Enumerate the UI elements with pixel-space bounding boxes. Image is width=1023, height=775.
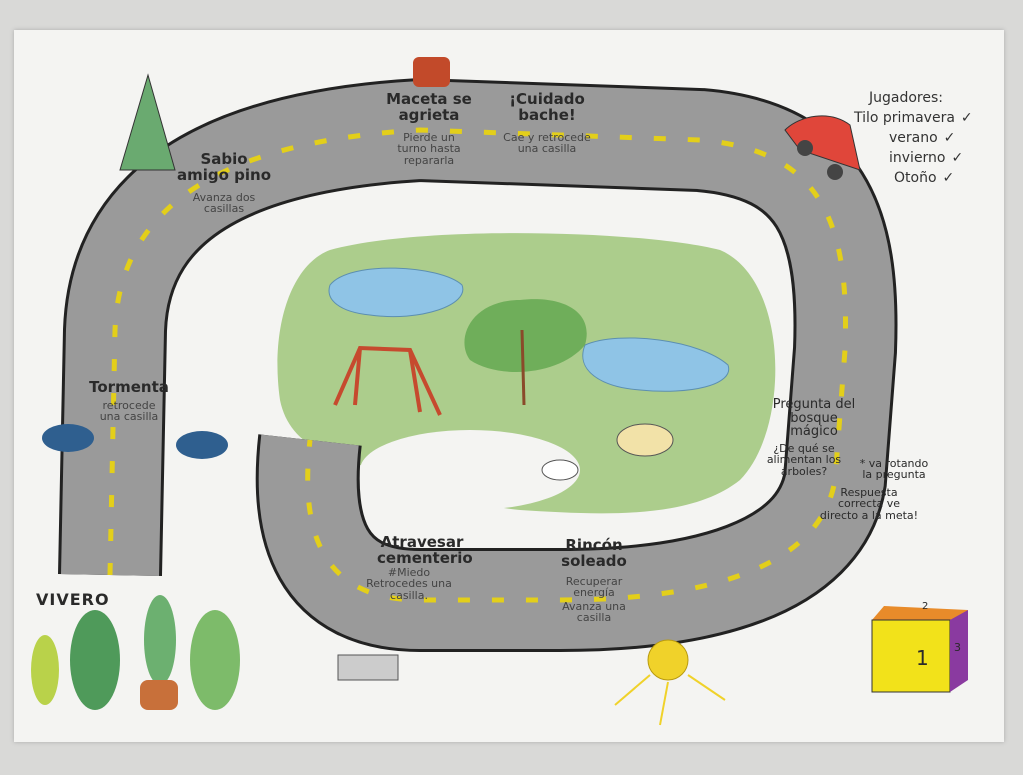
players-title: Jugadores:	[869, 90, 943, 106]
space-note: * va rotando la pregunta	[859, 456, 929, 482]
flower-pot	[413, 57, 450, 87]
pine-tree	[119, 73, 176, 171]
space-title: Maceta se agrieta	[386, 90, 472, 124]
space-rincon: Rincón soleado Recuperar energía Avanza …	[544, 536, 644, 625]
space-title: Tormenta	[89, 378, 169, 396]
die-face-side: 3	[954, 641, 961, 654]
graves	[337, 654, 399, 681]
red-car	[784, 115, 861, 180]
space-text: Retrocedes una casilla.	[366, 577, 452, 602]
storm-cloud-left	[42, 424, 94, 452]
park-clearing	[360, 430, 580, 510]
duck	[616, 423, 674, 457]
space-answer: Respuesta correcta ve directo a la meta!	[819, 485, 919, 522]
space-title: ¡Cuidado bache!	[509, 90, 585, 124]
check-icon: ✓	[942, 170, 955, 186]
space-title: Sabio amigo pino	[176, 150, 272, 184]
space-cementerio: Atravesar cementerio #Miedo Retrocedes u…	[349, 533, 473, 602]
check-icon: ✓	[960, 110, 973, 126]
player-name: Tilo primavera	[854, 110, 955, 126]
space-question: ¿De qué se alimentan los árboles?	[766, 441, 842, 479]
vivero-label: VIVERO	[36, 590, 110, 609]
space-text: Pierde un turno hasta repararla	[397, 130, 461, 167]
space-title: Pregunta del bosque mágico	[772, 397, 856, 440]
space-text: Avanza dos casillas	[192, 190, 256, 216]
space-pino: Sabio amigo pino Avanza dos casillas	[174, 150, 274, 216]
game-board-sheet: Jugadores: Tilo primavera ✓ verano ✓ invie…	[14, 30, 1004, 742]
storm-cloud-right	[176, 431, 228, 459]
sun	[647, 639, 689, 681]
swing	[333, 345, 442, 416]
player-name: verano	[889, 130, 938, 146]
space-title: Rincón soleado	[561, 536, 627, 570]
space-tormenta: Tormenta retrocede una casilla	[79, 378, 179, 424]
pond-left	[328, 267, 464, 318]
check-icon: ✓	[951, 150, 964, 166]
space-bache: ¡Cuidado bache! Cae y retrocede una casi…	[492, 90, 602, 156]
player-name: invierno	[889, 150, 946, 166]
check-icon: ✓	[943, 130, 956, 146]
player-name: Otoño	[894, 170, 937, 186]
space-title: Atravesar cementerio	[377, 533, 473, 567]
space-text: retrocede una casilla	[99, 398, 159, 424]
die	[871, 606, 968, 693]
space-tag: #Miedo	[387, 565, 431, 579]
space-bosque: Pregunta del bosque mágico ¿De qué se al…	[759, 398, 934, 521]
die-face-top: 2	[922, 601, 929, 612]
duck-small	[541, 459, 579, 481]
space-text: Cae y retrocede una casilla	[503, 130, 591, 156]
vivero-plants	[31, 595, 240, 710]
space-text: Recuperar energía	[565, 574, 623, 600]
die-face-front: 1	[916, 646, 929, 670]
tree-top	[464, 299, 587, 372]
road-center-line	[107, 127, 848, 603]
pond-right	[582, 337, 730, 392]
players-list: Jugadores: Tilo primavera ✓ verano ✓ invie…	[854, 88, 973, 188]
space-maceta: Maceta se agrieta Pierde un turno hasta …	[379, 90, 479, 167]
space-text-2: Avanza una casilla	[562, 599, 626, 625]
board-drawing	[31, 57, 968, 726]
